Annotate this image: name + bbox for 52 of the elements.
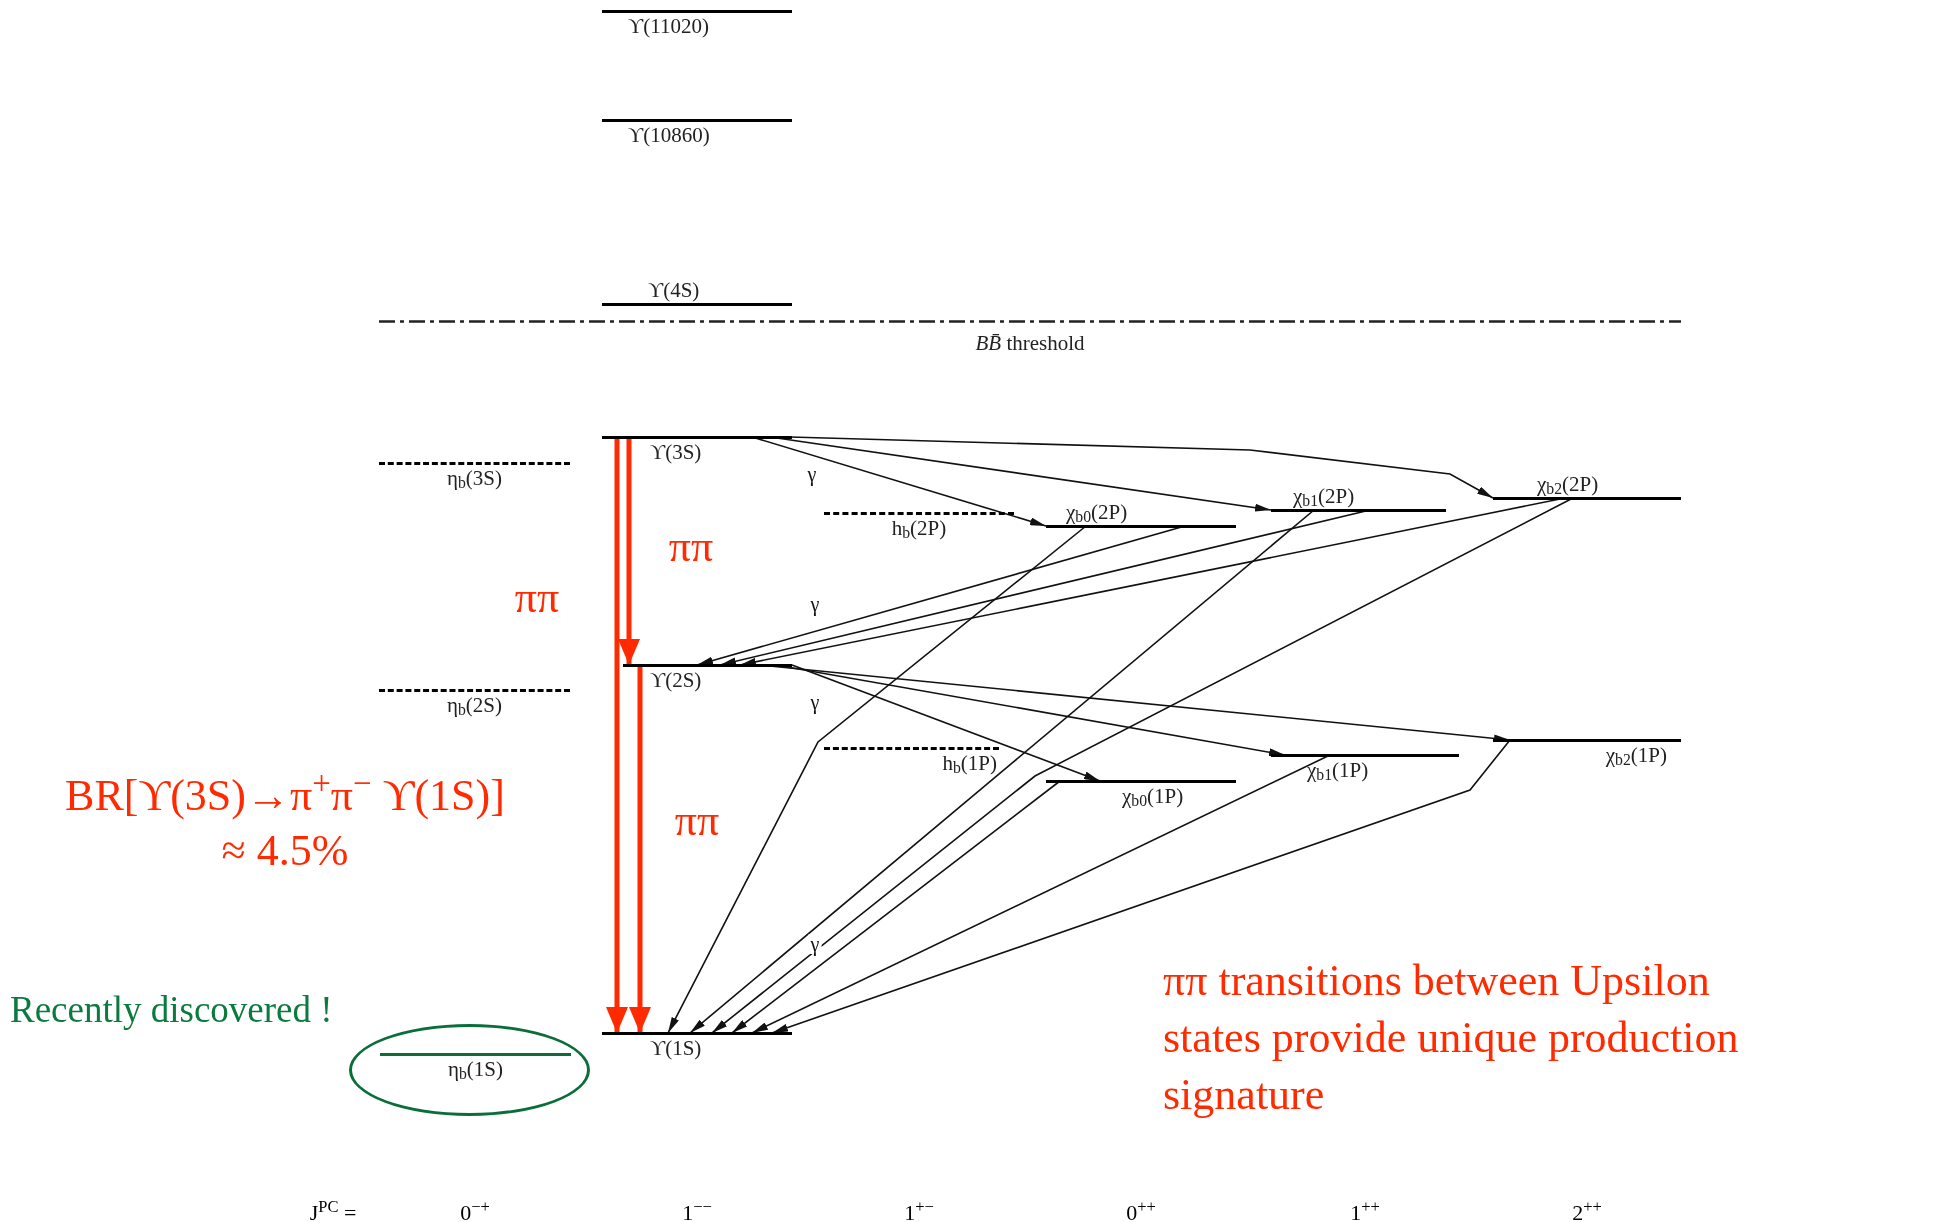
energy-level	[623, 663, 792, 693]
transition-arrow	[618, 437, 640, 665]
branching-ratio-note: BR[ϒ(3S)→π$^{+}$π$^{−}$ ϒ(1S)] ≈ 4.5%	[64, 768, 506, 877]
highlight-ellipse	[349, 1024, 590, 1116]
transition-arrow	[667, 525, 1087, 1034]
transition-arrow	[731, 780, 1061, 1034]
state-label: η$_{b}$(2S)	[447, 691, 502, 718]
state-label: ϒ(2S)	[650, 666, 702, 693]
state-label: ϒ(10860)	[628, 121, 710, 148]
state-label: χ$_{b2}$(2P)	[1537, 470, 1599, 497]
state-label: h$_{b}$(1P)	[942, 749, 997, 776]
transition-arrow	[791, 664, 1101, 782]
energy-level	[602, 435, 792, 465]
quantum-number-label: 1$^{++}$	[1350, 1196, 1380, 1222]
energy-level	[602, 9, 792, 39]
state-label: χ$_{b0}$(2P)	[1066, 498, 1128, 525]
energy-level	[1493, 738, 1681, 768]
transition-arrow	[606, 437, 628, 1033]
energy-level	[379, 688, 570, 718]
state-label: ϒ(11020)	[628, 12, 709, 39]
transition-arrow	[771, 739, 1511, 1034]
state-label: η$_{b}$(1S)	[448, 1055, 503, 1082]
state-label: χ$_{b2}$(1P)	[1605, 741, 1667, 768]
state-label: η$_{b}$(3S)	[447, 464, 502, 491]
state-label: χ$_{b1}$(2P)	[1293, 482, 1355, 509]
quantum-number-label: 1$^{+−}$	[904, 1196, 934, 1222]
energy-level	[824, 746, 999, 776]
state-label: ϒ(3S)	[650, 438, 702, 465]
quantum-number-label: 2$^{++}$	[1572, 1196, 1602, 1222]
state-label: ϒ(4S)	[648, 276, 700, 303]
energy-level	[602, 1031, 792, 1061]
energy-level	[824, 511, 1014, 541]
state-label: BB̄ threshold	[975, 329, 1085, 356]
energy-level	[380, 1052, 571, 1082]
transition-arrow	[629, 665, 651, 1033]
quantum-number-label: J$^{PC}$ =	[309, 1196, 357, 1222]
quantum-number-label: 0$^{++}$	[1126, 1196, 1156, 1222]
annotation-text: Recently discovered !	[10, 988, 333, 1032]
energy-level	[379, 461, 570, 491]
quantum-number-label: 1$^{−−}$	[682, 1196, 712, 1222]
note-text: ππ transitions between Upsilon states provide unique production signature	[1163, 955, 1740, 1122]
transition-arrow	[689, 509, 1315, 1034]
quantum-number-label: 0$^{−+}$	[460, 1196, 490, 1222]
state-label: ϒ(1S)	[650, 1034, 702, 1061]
energy-level	[1271, 753, 1459, 783]
state-label: χ$_{b0}$(1P)	[1122, 782, 1184, 809]
energy-level	[1046, 779, 1236, 809]
energy-level	[602, 118, 792, 148]
edge-label: γ	[808, 934, 822, 954]
state-label: χ$_{b1}$(1P)	[1307, 756, 1369, 783]
transition-arrow	[789, 436, 1494, 499]
state-label: h$_{b}$(2P)	[891, 514, 947, 541]
